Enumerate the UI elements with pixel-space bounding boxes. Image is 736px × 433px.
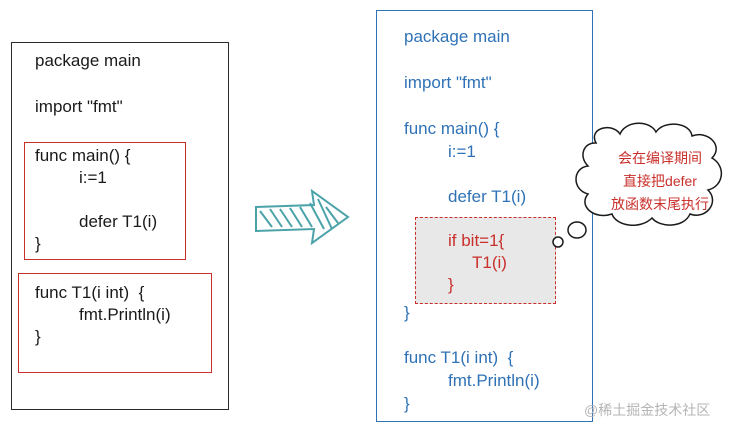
code-line-func-main: func main() {	[35, 146, 131, 165]
code-line-main-close: }	[35, 234, 41, 253]
code-line-call-t1: T1(i)	[472, 253, 507, 272]
code-line-package: package main	[35, 51, 141, 70]
transform-arrow-icon	[255, 188, 350, 246]
code-line-defer: defer T1(i)	[79, 212, 158, 231]
bubble-line: 会在编译期间	[618, 150, 702, 166]
compiled-code-panel	[376, 10, 593, 422]
inserted-defer-block	[415, 217, 556, 304]
code-line-import: import "fmt"	[404, 73, 492, 92]
watermark: @稀土掘金技术社区	[584, 402, 711, 418]
code-line-assign: i:=1	[448, 142, 476, 161]
code-line-println: fmt.Println(i)	[448, 371, 540, 390]
code-line-package: package main	[404, 27, 510, 46]
code-line-import: import "fmt"	[35, 97, 123, 116]
bubble-line: 直接把defer	[623, 173, 697, 189]
code-line-assign: i:=1	[79, 168, 107, 187]
thought-bubble-text: 会在编译期间 直接把defer 放函数末尾执行	[594, 147, 726, 216]
code-line-func-t1: func T1(i int) {	[404, 348, 514, 367]
code-line-func-main: func main() {	[404, 119, 500, 138]
code-line-println: fmt.Println(i)	[79, 305, 171, 324]
code-line-if-close: }	[448, 275, 454, 294]
code-line-t1-close: }	[35, 327, 41, 346]
code-line-func-t1: func T1(i int) {	[35, 283, 145, 302]
original-code-panel	[11, 42, 229, 410]
code-line-t1-close: }	[404, 394, 410, 413]
code-line-defer: defer T1(i)	[448, 187, 527, 206]
code-line-main-close: }	[404, 303, 410, 322]
t1-func-highlight-box	[18, 273, 212, 373]
main-func-highlight-box	[24, 142, 186, 260]
code-line-if-bit: if bit=1{	[448, 231, 505, 250]
bubble-line: 放函数末尾执行	[611, 196, 709, 212]
